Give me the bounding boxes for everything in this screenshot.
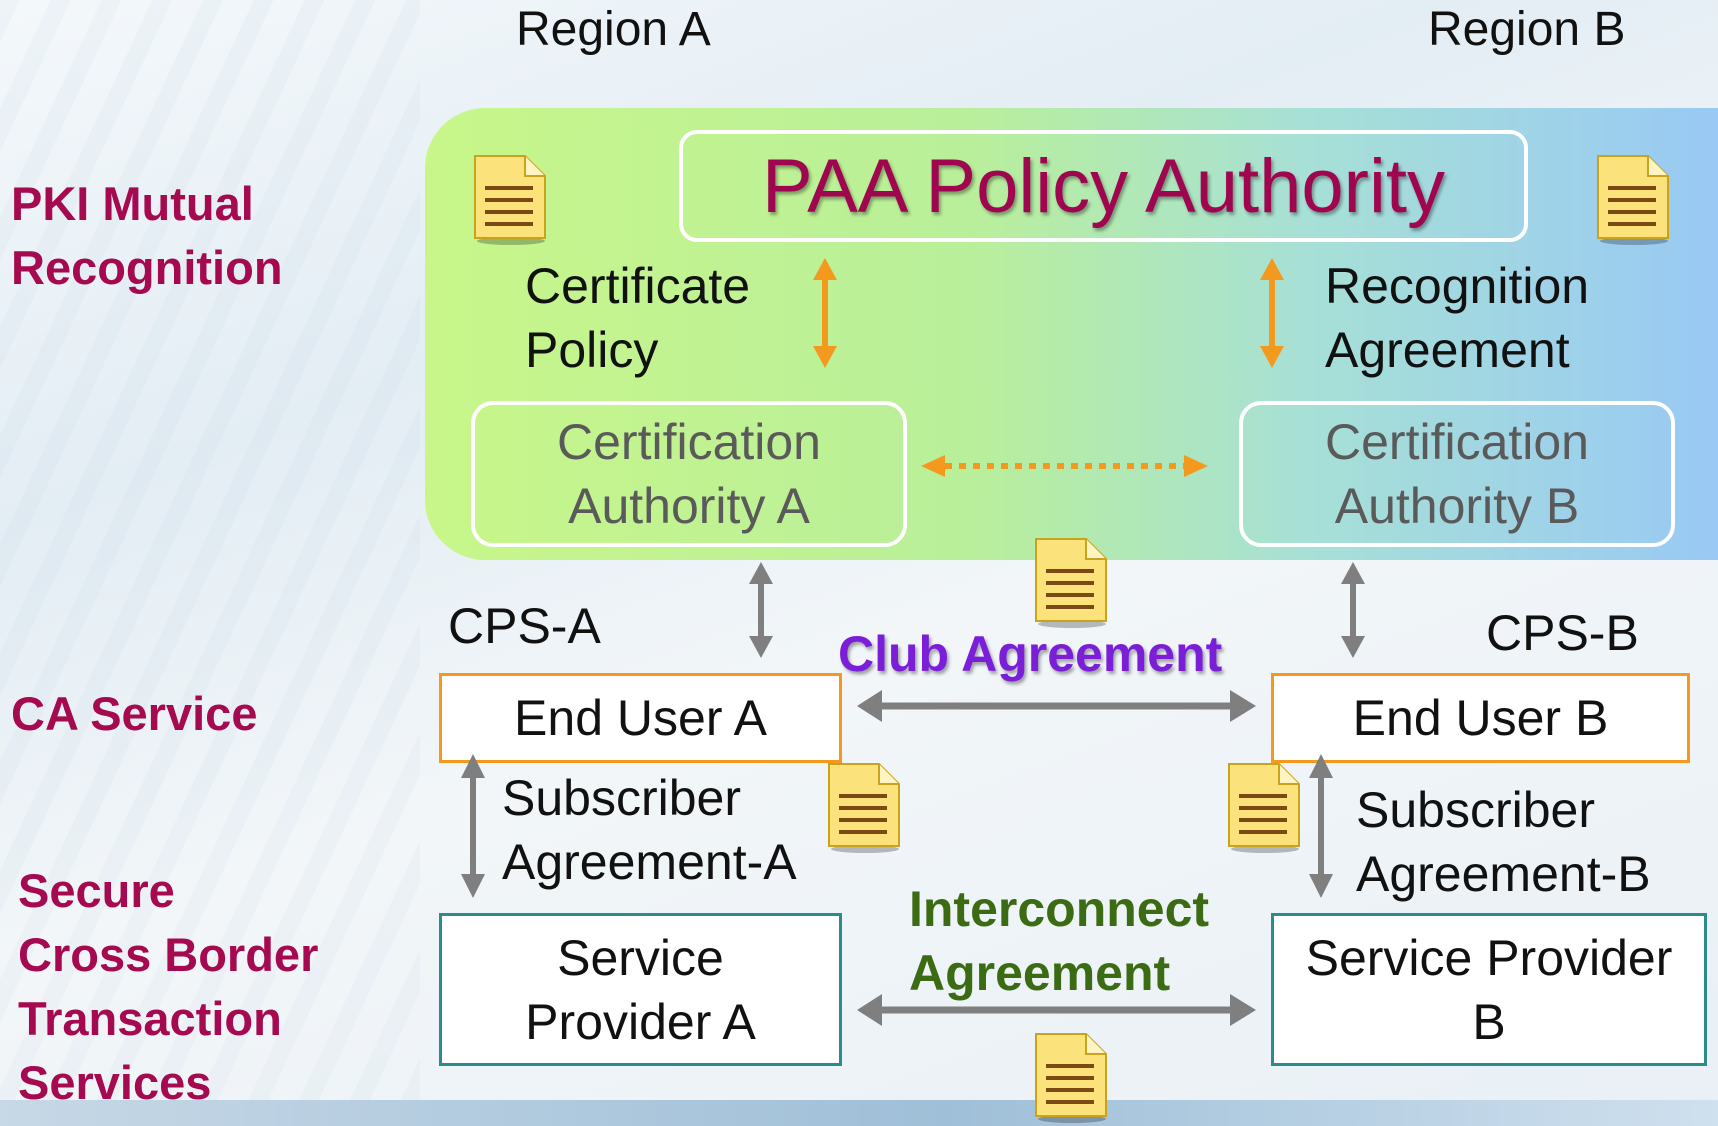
document-icon bbox=[1228, 763, 1300, 853]
interconnect-agreement-line2: Agreement bbox=[909, 945, 1171, 1001]
interconnect-agreement-line1: Interconnect bbox=[909, 881, 1210, 937]
ca-cross-recognition-arrow bbox=[921, 455, 1208, 477]
paa-panel bbox=[425, 108, 1718, 560]
service-provider-a-line2: Provider A bbox=[525, 993, 756, 1050]
row-label-pki-line2: Recognition bbox=[11, 241, 283, 294]
certificate-policy-label: Certificate Policy bbox=[525, 254, 750, 382]
service-provider-a-box: Service Provider A bbox=[439, 913, 842, 1066]
ca-a-line1: Certification bbox=[557, 414, 821, 470]
document-icon bbox=[828, 763, 900, 853]
interconnect-agreement-arrow bbox=[857, 994, 1256, 1026]
bottom-band bbox=[0, 1100, 1718, 1126]
cps-a-label: CPS-A bbox=[448, 598, 601, 654]
end-user-b-box: End User B bbox=[1271, 673, 1690, 763]
ca-a-line2: Authority A bbox=[568, 478, 810, 534]
ca-b-line1: Certification bbox=[1325, 414, 1589, 470]
ca-b-line2: Authority B bbox=[1334, 478, 1580, 534]
club-agreement-arrow bbox=[857, 690, 1256, 722]
row-label-pki-line1: PKI Mutual bbox=[11, 177, 254, 230]
cps-a-arrow bbox=[749, 562, 773, 658]
certificate-policy-line2: Policy bbox=[525, 322, 659, 378]
subscriber-agreement-a-label: Subscriber Agreement-A bbox=[502, 766, 797, 894]
cps-b-label: CPS-B bbox=[1486, 605, 1639, 661]
document-icon bbox=[474, 155, 546, 245]
row-label-secure-line2: Cross Border bbox=[18, 928, 319, 981]
certification-authority-a-box: Certification Authority A bbox=[471, 401, 907, 547]
subscriber-agreement-a-line2: Agreement-A bbox=[502, 834, 797, 890]
region-a-label: Region A bbox=[516, 3, 711, 56]
row-label-secure: Secure Cross Border Transaction Services bbox=[18, 859, 318, 1115]
document-icon bbox=[1597, 155, 1669, 245]
service-provider-b-line2: B bbox=[1472, 993, 1506, 1050]
row-label-ca-service: CA Service bbox=[11, 687, 258, 740]
club-agreement-label: Club Agreement bbox=[838, 626, 1223, 682]
background-pattern bbox=[0, 0, 420, 1126]
recognition-agreement-label: Recognition Agreement bbox=[1325, 254, 1589, 382]
interconnect-agreement-label: Interconnect Agreement bbox=[909, 877, 1209, 1005]
document-icon bbox=[1035, 1033, 1107, 1123]
subscriber-agreement-b-line1: Subscriber bbox=[1356, 782, 1595, 838]
certificate-policy-line1: Certificate bbox=[525, 258, 751, 314]
region-b-label: Region B bbox=[1428, 3, 1626, 56]
subscriber-agreement-b-arrow bbox=[1309, 754, 1333, 898]
row-label-secure-line1: Secure bbox=[18, 864, 175, 917]
service-provider-b-line1: Service Provider bbox=[1305, 929, 1673, 986]
recognition-agreement-line2: Agreement bbox=[1325, 322, 1570, 378]
service-provider-b-box: Service Provider B bbox=[1271, 913, 1707, 1066]
recognition-agreement-line1: Recognition bbox=[1325, 258, 1590, 314]
subscriber-agreement-a-line1: Subscriber bbox=[502, 770, 741, 826]
row-label-pki: PKI Mutual Recognition bbox=[11, 172, 283, 300]
subscriber-agreement-b-label: Subscriber Agreement-B bbox=[1356, 778, 1651, 906]
row-label-secure-line4: Services bbox=[18, 1056, 212, 1109]
row-label-secure-line3: Transaction bbox=[18, 992, 282, 1045]
certificate-policy-arrow bbox=[813, 258, 837, 368]
document-icon bbox=[1035, 538, 1107, 628]
subscriber-agreement-b-line2: Agreement-B bbox=[1356, 846, 1651, 902]
cps-b-arrow bbox=[1341, 562, 1365, 658]
recognition-agreement-arrow bbox=[1260, 258, 1284, 368]
paa-policy-authority-box: PAA Policy Authority bbox=[679, 130, 1528, 242]
subscriber-agreement-a-arrow bbox=[461, 754, 485, 898]
certification-authority-b-box: Certification Authority B bbox=[1239, 401, 1675, 547]
service-provider-a-line1: Service bbox=[557, 929, 724, 986]
end-user-a-box: End User A bbox=[439, 673, 842, 763]
